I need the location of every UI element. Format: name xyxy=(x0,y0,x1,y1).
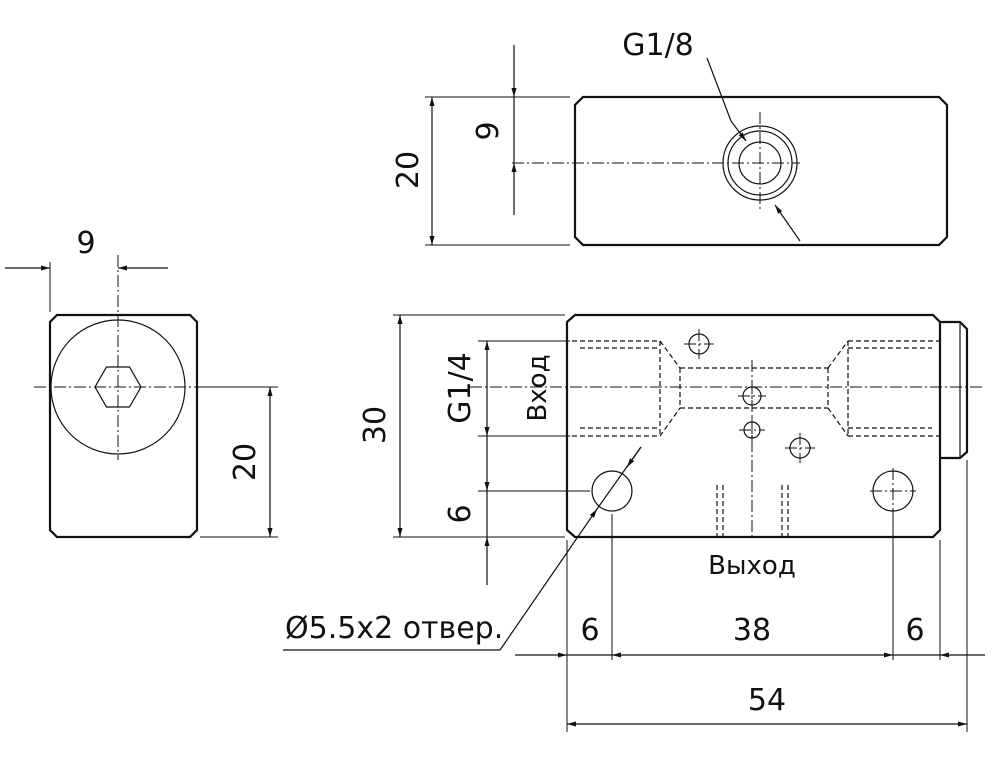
front-view: 30 G1/4 Вход 6 Выход Ø5.5x2 отвер. xyxy=(283,313,985,732)
top-dim-9-label: 9 xyxy=(471,121,506,140)
internal-passages xyxy=(572,340,940,537)
overall-dim-54-label: 54 xyxy=(748,683,786,718)
front-view-outline xyxy=(565,313,942,539)
top-view: G1/8 20 9 xyxy=(391,28,949,247)
front-dim-6-label: 6 xyxy=(443,504,478,523)
bottom-dim-38-label: 38 xyxy=(733,613,771,648)
outlet-label: Выход xyxy=(708,551,796,581)
front-dim-30-label: 30 xyxy=(358,406,393,444)
mounting-hole-left xyxy=(591,470,633,512)
side-view: 9 20 xyxy=(5,226,278,539)
side-dim-9-label: 9 xyxy=(76,226,95,261)
bottom-dim-6-left-label: 6 xyxy=(580,613,599,648)
g14-thread-label: G1/4 xyxy=(443,352,478,424)
side-view-outline xyxy=(48,313,199,539)
top-view-outline xyxy=(573,95,949,247)
mounting-holes xyxy=(591,468,916,514)
g18-thread-label: G1/8 xyxy=(622,28,694,63)
small-holes xyxy=(684,329,815,537)
top-dim-20-label: 20 xyxy=(391,151,426,189)
mounting-holes-note: Ø5.5x2 отвер. xyxy=(285,611,503,646)
bottom-dim-6-right-label: 6 xyxy=(905,613,924,648)
inlet-label: Вход xyxy=(523,354,553,421)
side-dim-20-label: 20 xyxy=(228,443,263,481)
right-boss xyxy=(940,320,969,460)
